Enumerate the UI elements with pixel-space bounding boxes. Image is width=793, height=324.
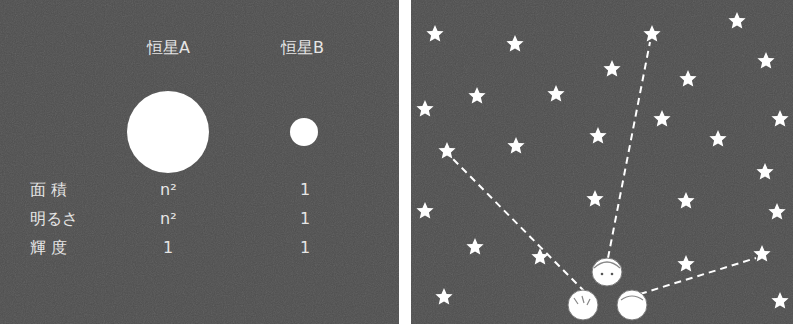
table-cell: 1 bbox=[300, 238, 310, 257]
panel-ground bbox=[411, 0, 793, 324]
row-header: 明るさ bbox=[30, 209, 78, 228]
star-name: 恒星B bbox=[281, 38, 324, 57]
table-cell: 1 bbox=[300, 180, 310, 199]
table-cell: n² bbox=[160, 209, 177, 228]
large-star-disc bbox=[127, 91, 209, 173]
table-cell: n² bbox=[160, 180, 177, 199]
row-header: 面 積 bbox=[30, 180, 67, 199]
observers bbox=[568, 258, 647, 320]
small-star-disc bbox=[290, 118, 318, 146]
panel-ground bbox=[0, 0, 399, 324]
star-field bbox=[416, 12, 788, 309]
sight-line bbox=[452, 42, 756, 294]
star-name: 恒星A bbox=[147, 38, 190, 57]
table-cell: 1 bbox=[163, 238, 173, 257]
row-header: 輝 度 bbox=[30, 238, 67, 257]
table-cell: 1 bbox=[300, 209, 310, 228]
